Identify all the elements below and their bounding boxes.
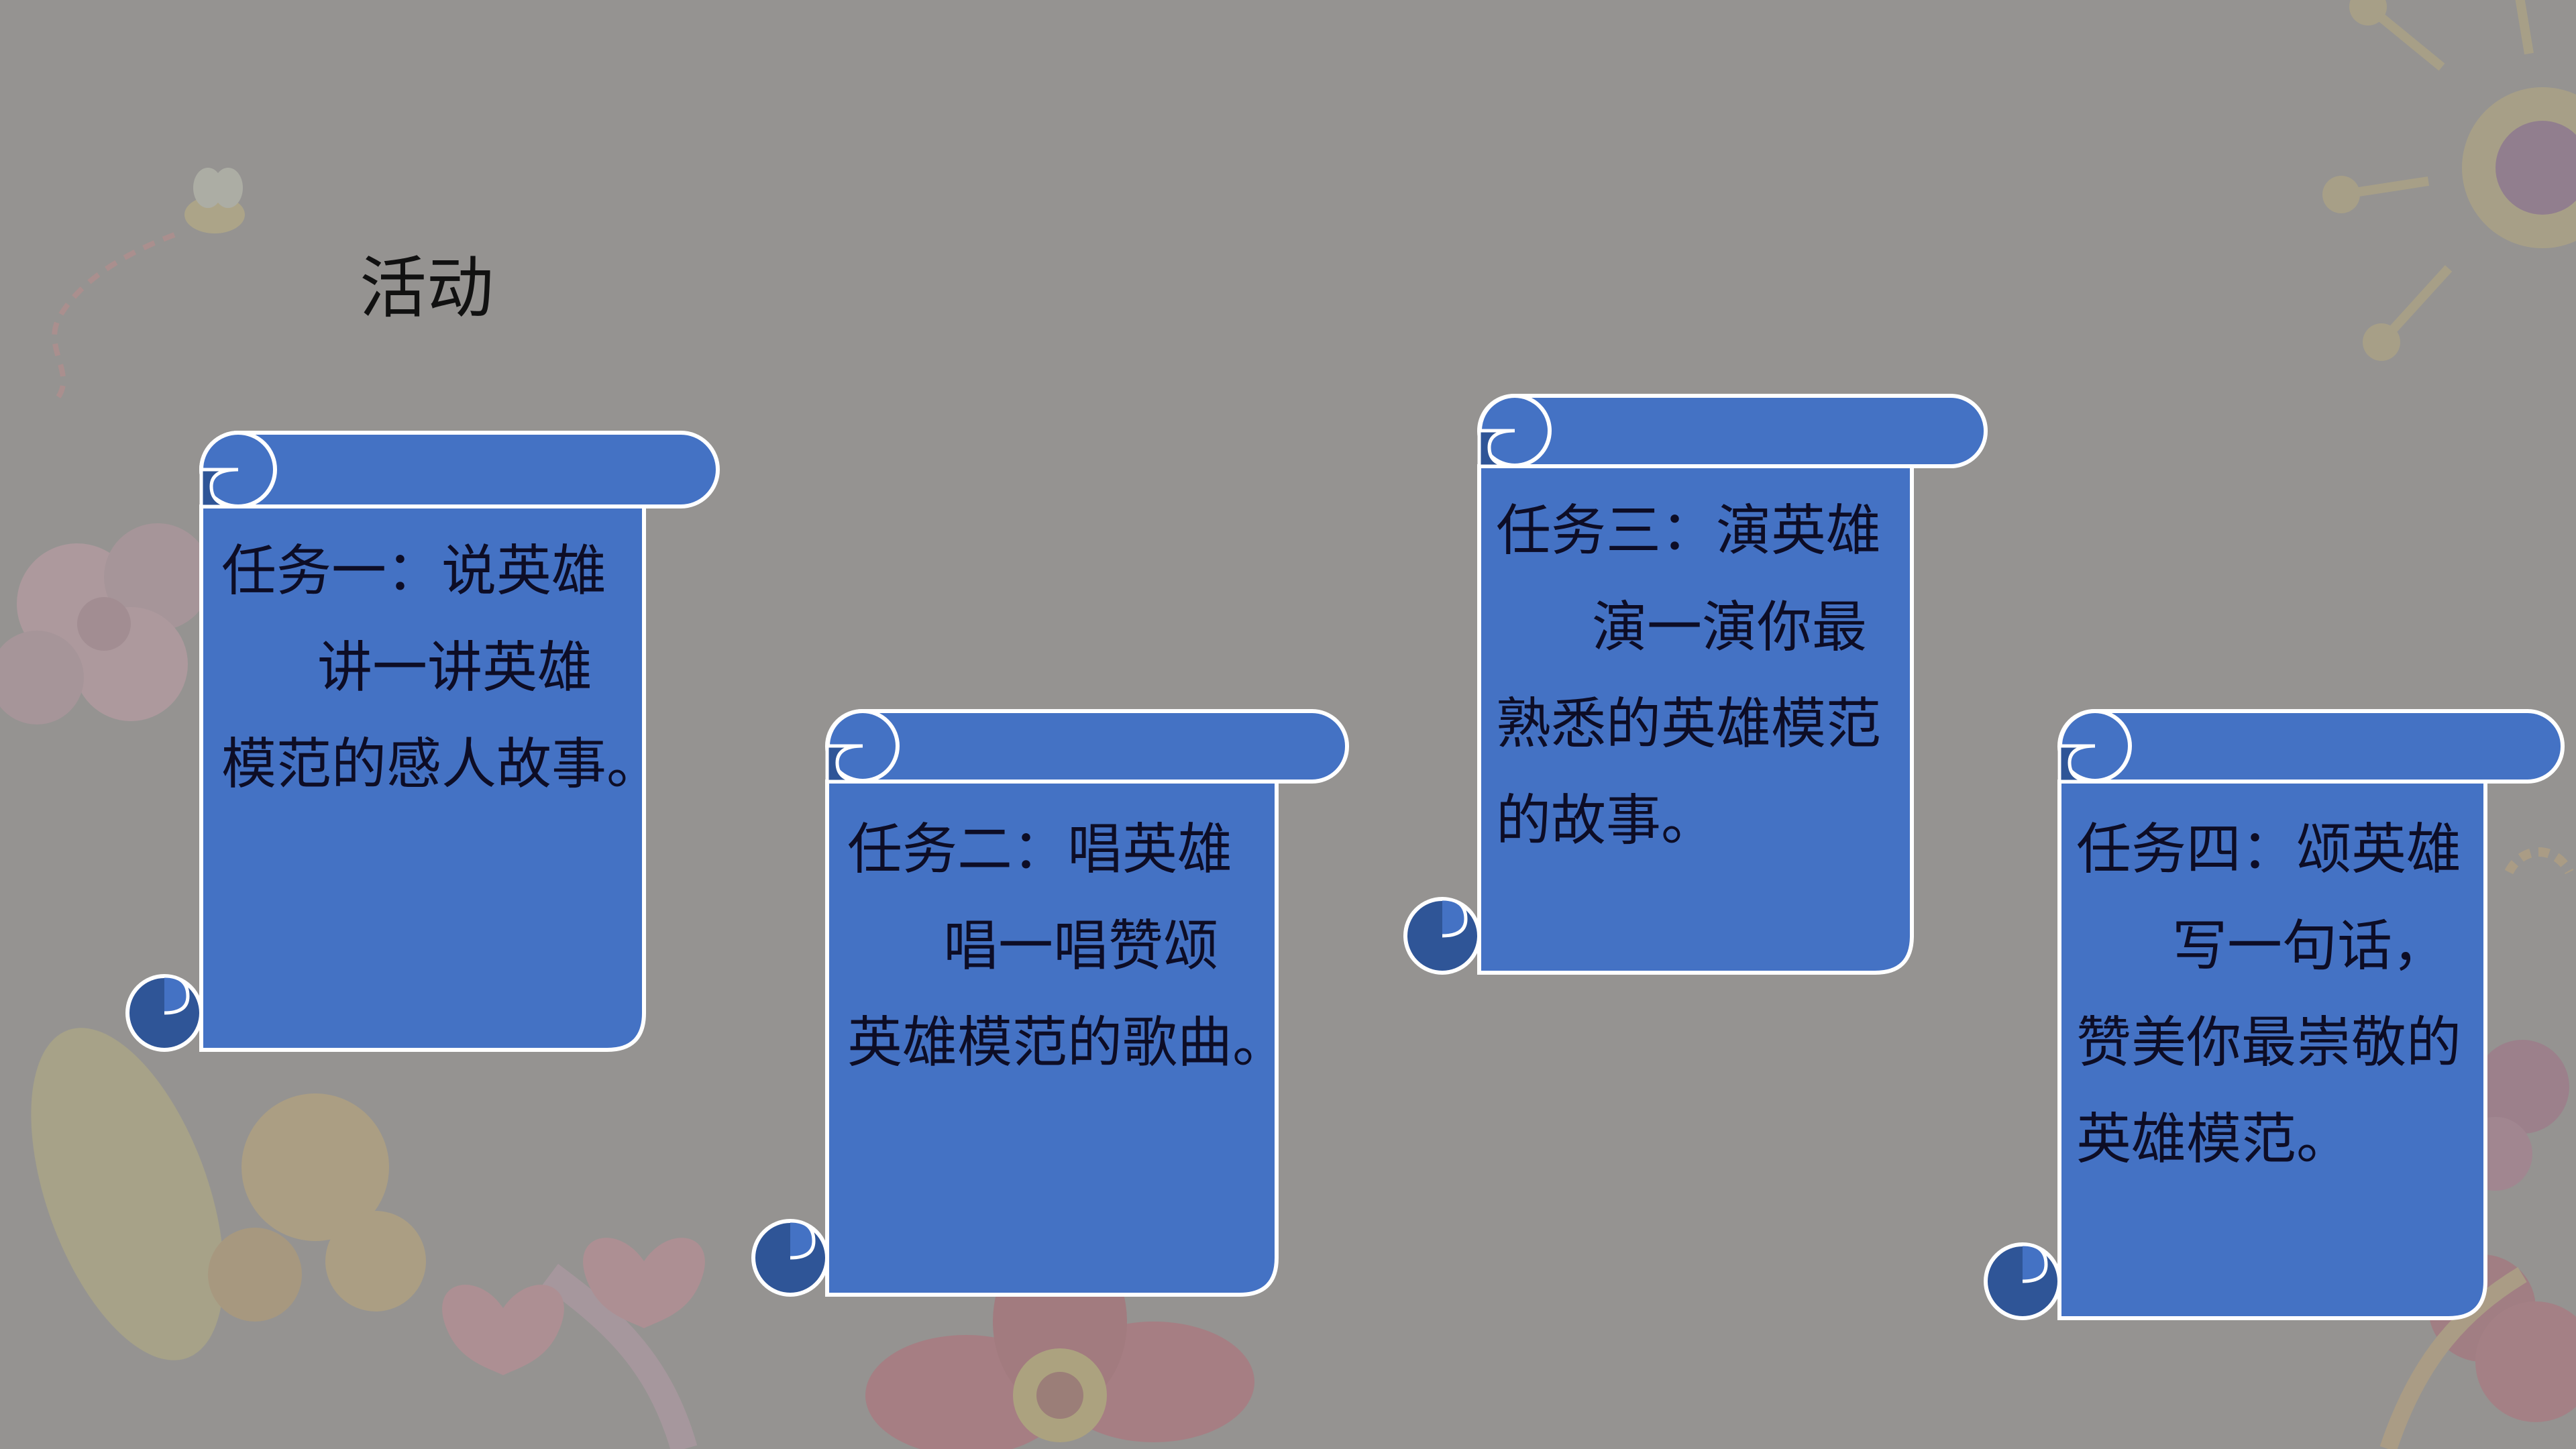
task-line: 英雄模范。 (2076, 1108, 2352, 1171)
scroll-shape (751, 709, 1349, 1297)
task-heading: 任务一：说英雄 (221, 539, 607, 603)
task-card-3: 任务三：演英雄 演一演你最 熟悉的英雄模范 的故事。 (1402, 392, 1992, 976)
flower-icon (0, 523, 211, 724)
task-text-3: 任务三：演英雄 演一演你最 熟悉的英雄模范 的故事。 (1496, 483, 1881, 869)
task-text-1: 任务一：说英雄 讲一讲英雄 模范的感人故事。 (221, 523, 661, 813)
task-text-4: 任务四：颂英雄 写一句话， 赞美你最崇敬的 英雄模范。 (2076, 802, 2461, 1188)
task-text-2: 任务二：唱英雄 唱一唱赞颂 英雄模范的歌曲。 (847, 802, 1287, 1091)
sun-icon (2322, 0, 2576, 361)
task-line: 写一句话， (2172, 914, 2448, 978)
leaf-icon (31, 1028, 705, 1449)
task-card-1: 任务一：说英雄 讲一讲英雄 模范的感人故事。 (124, 429, 721, 1053)
slide-title: 活动 (360, 249, 494, 327)
task-line: 唱一唱赞颂 (943, 914, 1219, 978)
task-heading: 任务二：唱英雄 (847, 818, 1233, 881)
task-heading: 任务四：颂英雄 (2076, 818, 2462, 881)
task-line: 模范的感人故事。 (221, 733, 662, 796)
task-card-2: 任务二：唱英雄 唱一唱赞颂 英雄模范的歌曲。 (750, 708, 1354, 1298)
scroll-shape (1984, 709, 2565, 1320)
task-line: 英雄模范的歌曲。 (847, 1011, 1288, 1075)
scroll-shape (1403, 394, 1988, 975)
task-line: 讲一讲英雄 (317, 636, 593, 700)
bee-icon (184, 168, 245, 233)
task-line: 的故事。 (1496, 789, 1717, 853)
task-line: 熟悉的英雄模范 (1496, 692, 1882, 756)
task-heading: 任务三：演英雄 (1496, 499, 1882, 563)
task-card-4: 任务四：颂英雄 写一句话， 赞美你最崇敬的 英雄模范。 (1982, 708, 2573, 1322)
scroll-shape (125, 431, 720, 1052)
task-line: 演一演你最 (1592, 596, 1868, 659)
task-line: 赞美你最崇敬的 (2076, 1011, 2462, 1075)
